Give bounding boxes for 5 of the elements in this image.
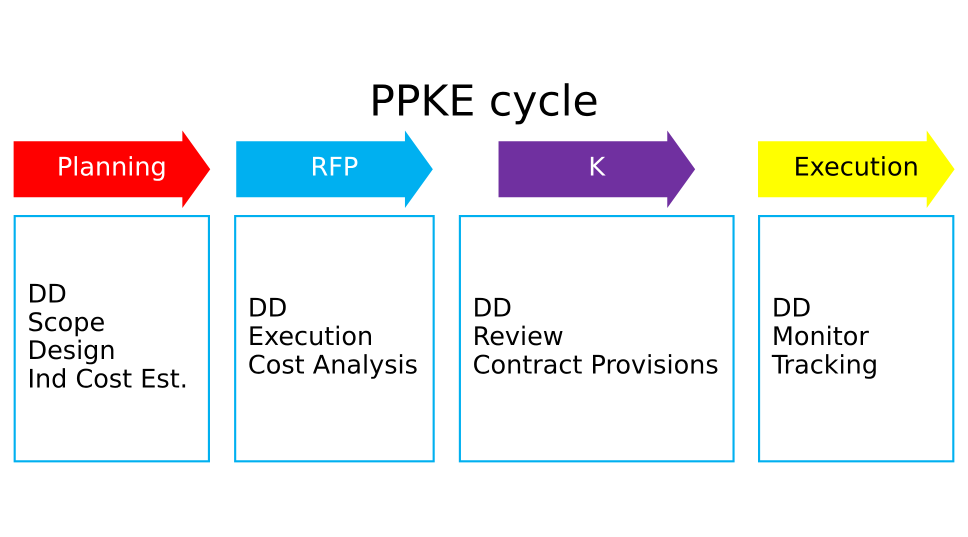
node-box: DD Execution Cost Analysis — [234, 214, 435, 462]
diagram-title: PPKE cycle — [369, 77, 599, 126]
node-box: DD Monitor Tracking — [758, 214, 954, 462]
node-box: DD Scope Design Ind Cost Est. — [14, 214, 210, 462]
node-box: DD Review Contract Provisions — [458, 214, 735, 462]
